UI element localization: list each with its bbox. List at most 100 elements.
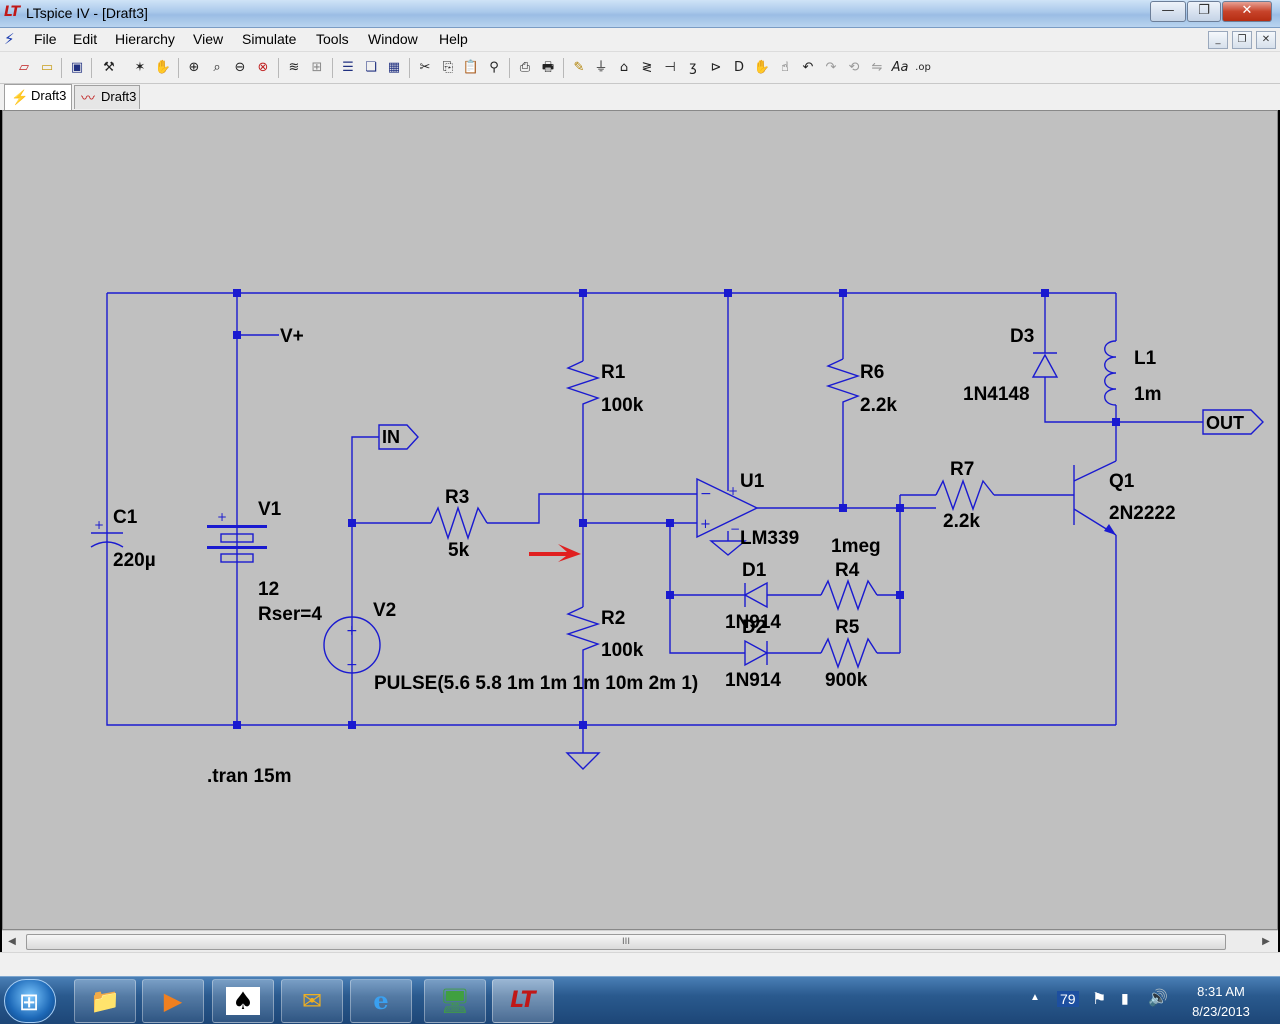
taskbar-remote-desktop[interactable]: 🖥 bbox=[424, 979, 486, 1023]
system-clock[interactable]: 8:31 AM 8/23/2013 bbox=[1180, 982, 1262, 1022]
r6-resistor[interactable] bbox=[825, 358, 861, 413]
schematic-drawing[interactable]: + + + − bbox=[3, 111, 1279, 931]
halt-icon[interactable]: ✋ bbox=[154, 60, 172, 75]
find-icon[interactable]: ⚲ bbox=[489, 60, 499, 75]
ground-symbol[interactable] bbox=[565, 752, 601, 770]
component-icon[interactable]: D bbox=[733, 60, 744, 75]
r5-value: 900k bbox=[825, 670, 868, 691]
mirror-icon[interactable]: ⇋ bbox=[871, 60, 883, 75]
l1-inductor[interactable] bbox=[1104, 340, 1117, 406]
menu-hierarchy[interactable]: Hierarchy bbox=[115, 31, 175, 47]
diode-icon[interactable]: ⊳ bbox=[710, 60, 722, 75]
capacitor-icon[interactable]: ⊣ bbox=[664, 60, 676, 75]
zoom-in-icon[interactable]: ⊕ bbox=[188, 60, 200, 75]
horizontal-scrollbar[interactable]: ◀ III ▶ bbox=[2, 930, 1278, 952]
out-port[interactable]: OUT bbox=[1202, 409, 1264, 435]
r7-resistor[interactable] bbox=[935, 478, 995, 512]
ltspice-logo-icon[interactable]: LT bbox=[4, 4, 21, 20]
tray-badge[interactable]: 79 bbox=[1057, 991, 1079, 1007]
svg-text:+: + bbox=[700, 517, 711, 532]
in-port[interactable]: IN bbox=[378, 424, 419, 450]
move-icon[interactable]: ✋ bbox=[753, 60, 771, 75]
tile-horizontal-icon[interactable]: ☰ bbox=[342, 60, 354, 75]
minimize-button[interactable]: — bbox=[1150, 1, 1186, 22]
r1-resistor[interactable] bbox=[565, 360, 601, 413]
print-preview-icon[interactable]: ⎙ bbox=[519, 60, 531, 75]
taskbar-internet-explorer[interactable]: e bbox=[350, 979, 412, 1023]
inductor-icon[interactable]: ʒ bbox=[689, 60, 697, 75]
zoom-area-icon[interactable]: ⌕ bbox=[213, 60, 221, 75]
taskbar-explorer[interactable]: 📁 bbox=[74, 979, 136, 1023]
r5-resistor[interactable] bbox=[820, 636, 878, 670]
start-button[interactable]: ⊞ bbox=[4, 979, 56, 1023]
draw-wire-icon[interactable]: ✎ bbox=[573, 60, 585, 75]
zoom-out-icon[interactable]: ⊖ bbox=[234, 60, 246, 75]
tab-schematic[interactable]: ⚡ Draft3 bbox=[4, 84, 72, 110]
mdi-close-button[interactable]: ✕ bbox=[1256, 31, 1276, 49]
scroll-right-button[interactable]: ▶ bbox=[1262, 936, 1270, 947]
tab-waveform[interactable]: 〰 Draft3 bbox=[74, 85, 140, 109]
new-schematic-icon[interactable]: ▱ bbox=[19, 60, 29, 75]
d2-diode[interactable] bbox=[744, 639, 769, 667]
paste-icon[interactable]: 📋 bbox=[462, 60, 480, 75]
menu-tools[interactable]: Tools bbox=[316, 31, 349, 47]
autorange-icon[interactable]: ≋ bbox=[288, 60, 300, 75]
d3-diode[interactable] bbox=[1031, 352, 1059, 378]
r3-resistor[interactable] bbox=[430, 505, 488, 541]
undo-icon[interactable]: ↶ bbox=[802, 60, 814, 75]
r6-value: 2.2k bbox=[860, 395, 897, 416]
d1-diode[interactable] bbox=[743, 581, 768, 609]
ground-icon[interactable]: ⏚ bbox=[594, 60, 608, 75]
v2-source[interactable]: + − bbox=[323, 616, 381, 674]
r4-resistor[interactable] bbox=[820, 578, 878, 612]
redo-icon[interactable]: ↷ bbox=[825, 60, 837, 75]
taskbar-ltspice[interactable]: LT bbox=[492, 979, 554, 1023]
show-hidden-icons-button[interactable]: ▲ bbox=[1030, 992, 1040, 1003]
taskbar-solitaire[interactable]: ♠ bbox=[212, 979, 274, 1023]
run-icon[interactable]: ✶ bbox=[134, 60, 146, 75]
menu-window[interactable]: Window bbox=[368, 31, 418, 47]
c1-capacitor[interactable]: + bbox=[90, 518, 124, 548]
action-center-flag-icon[interactable]: ⚑ bbox=[1092, 991, 1107, 1008]
windows-logo-icon: ⊞ bbox=[19, 988, 40, 1016]
cascade-icon[interactable]: ❏ bbox=[365, 60, 377, 75]
grid-icon[interactable]: ⊞ bbox=[311, 60, 323, 75]
drag-icon[interactable]: ☝ bbox=[781, 60, 789, 75]
network-signal-icon[interactable]: ▮ bbox=[1121, 990, 1129, 1006]
volume-icon[interactable]: 🔊 bbox=[1148, 990, 1168, 1007]
taskbar-media-player[interactable]: ▶ bbox=[142, 979, 204, 1023]
spice-directive-icon[interactable]: .op bbox=[915, 62, 931, 73]
copy-icon[interactable]: ⎘ bbox=[442, 60, 454, 75]
rotate-icon[interactable]: ⟲ bbox=[848, 60, 860, 75]
v1-battery[interactable]: + bbox=[207, 510, 267, 563]
r2-resistor[interactable] bbox=[565, 606, 601, 659]
control-panel-icon[interactable]: ⚒ bbox=[103, 60, 115, 75]
junctions bbox=[233, 289, 1120, 729]
mdi-minimize-button[interactable]: _ bbox=[1208, 31, 1228, 49]
taskbar-outlook[interactable]: ✉ bbox=[281, 979, 343, 1023]
resistor-icon[interactable]: ≷ bbox=[641, 60, 653, 75]
open-icon[interactable]: ▭ bbox=[40, 60, 54, 75]
text-icon[interactable]: Aa bbox=[891, 60, 909, 75]
u1-comparator[interactable]: − + + − bbox=[696, 477, 759, 556]
close-button[interactable]: ✕ bbox=[1222, 1, 1272, 22]
mdi-restore-button[interactable]: ❐ bbox=[1232, 31, 1252, 49]
schematic-canvas[interactable]: + + + − bbox=[2, 110, 1278, 930]
tile-vertical-icon[interactable]: ▦ bbox=[387, 60, 401, 75]
q1-transistor[interactable] bbox=[1073, 460, 1117, 536]
menu-edit[interactable]: Edit bbox=[73, 31, 98, 47]
document-menu-icon[interactable]: ⚡ bbox=[4, 30, 15, 48]
scroll-thumb[interactable]: III bbox=[26, 934, 1226, 950]
cut-icon[interactable]: ✂ bbox=[419, 60, 431, 75]
menu-help[interactable]: Help bbox=[439, 31, 468, 47]
zoom-fit-icon[interactable]: ⊗ bbox=[257, 60, 269, 75]
menu-view[interactable]: View bbox=[193, 31, 224, 47]
save-icon[interactable]: ▣ bbox=[70, 60, 84, 75]
print-icon[interactable]: 🖶 bbox=[541, 60, 555, 75]
menu-simulate[interactable]: Simulate bbox=[242, 31, 297, 47]
maximize-button[interactable]: ❐ bbox=[1187, 1, 1221, 22]
menu-file[interactable]: File bbox=[34, 31, 57, 47]
spice-directive[interactable]: .tran 15m bbox=[207, 766, 291, 787]
scroll-left-button[interactable]: ◀ bbox=[8, 936, 16, 947]
label-net-icon[interactable]: ⌂ bbox=[619, 60, 629, 75]
